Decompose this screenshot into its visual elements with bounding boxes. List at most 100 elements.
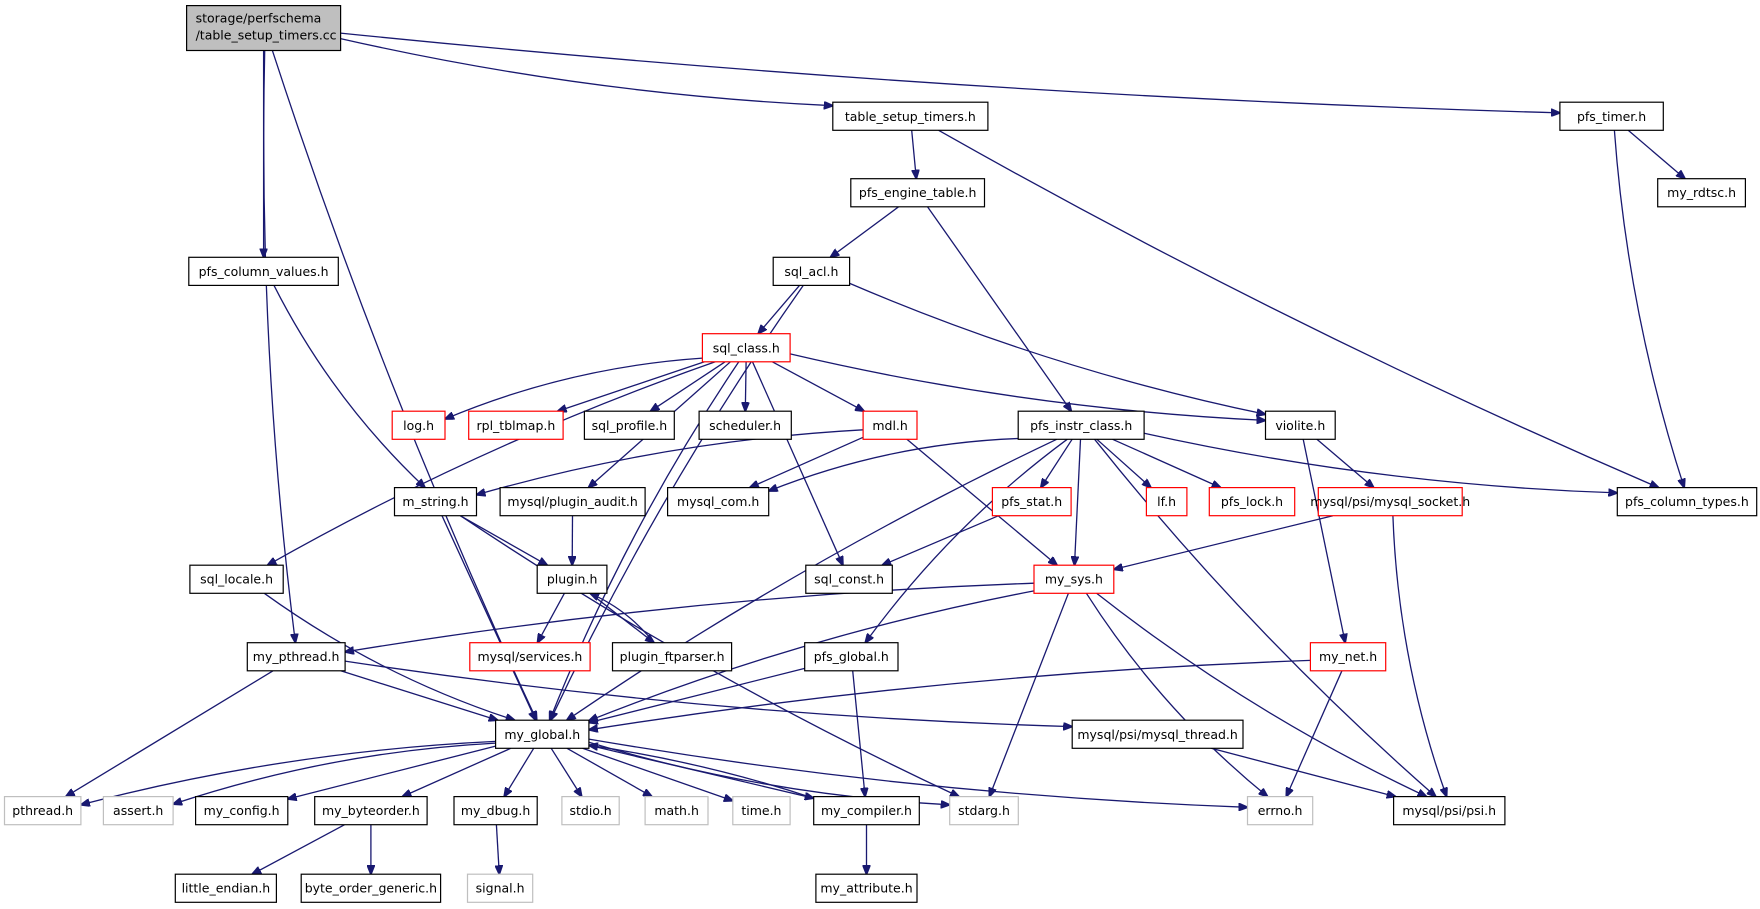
- edge-my_sys_h-to-errno_h: [1085, 592, 1267, 796]
- node-stdarg-h: stdarg.h: [949, 795, 1019, 826]
- node-box: [611, 642, 733, 672]
- node-label: rpl_tblmap.h: [477, 418, 556, 433]
- edge-pfs_instr_class_h-to-pfs_stat_h: [1041, 438, 1073, 487]
- node-box: [186, 4, 342, 52]
- edge-my_global_h-to-my_byteorder_h: [402, 747, 512, 796]
- node-pfs-stat-h[interactable]: pfs_stat.h: [991, 487, 1072, 517]
- node-label: pfs_timer.h: [1577, 109, 1646, 124]
- node-sql-locale-h[interactable]: sql_locale.h: [189, 564, 284, 594]
- node-pfs-instr-class-h[interactable]: pfs_instr_class.h: [1017, 410, 1145, 440]
- node-m-string-h[interactable]: m_string.h: [393, 487, 478, 517]
- node-lf-h[interactable]: lf.h: [1145, 487, 1188, 517]
- node-label: sql_acl.h: [784, 264, 838, 279]
- edge-sql_acl_h-to-sql_class_h: [758, 284, 800, 333]
- edge-sql_class_h-to-sql_const_h: [751, 361, 843, 565]
- node-mysql-plugin-audit-h[interactable]: mysql/plugin_audit.h: [499, 487, 646, 517]
- edge-my_sys_h-to-stdarg_h: [989, 593, 1070, 796]
- edge-mdl_h-to-my_sys_h: [906, 438, 1057, 565]
- node-label: my_net.h: [1319, 649, 1377, 664]
- node-pfs-engine-table-h[interactable]: pfs_engine_table.h: [850, 178, 986, 208]
- edge-my_pthread_h-to-mysql_thread_h: [344, 660, 1072, 727]
- node-my-sys-h[interactable]: my_sys.h: [1033, 564, 1115, 594]
- node-mysql-thread-h[interactable]: mysql/psi/mysql_thread.h: [1071, 719, 1244, 749]
- node-pfs-global-h[interactable]: pfs_global.h: [804, 642, 899, 672]
- node-little-endian-h[interactable]: little_endian.h: [174, 873, 278, 903]
- node-mysql-services-h[interactable]: mysql/services.h: [469, 642, 591, 672]
- node-my-net-h[interactable]: my_net.h: [1309, 642, 1387, 672]
- node-label: pthread.h: [12, 803, 73, 818]
- node-label: my_config.h: [204, 803, 280, 818]
- node-mysql-com-h[interactable]: mysql_com.h: [666, 487, 770, 517]
- node-pthread-h: pthread.h: [3, 795, 82, 826]
- node-box: [174, 873, 278, 903]
- edge-mdl_h-to-mysql_com_h: [750, 436, 864, 487]
- node-sql-class-h[interactable]: sql_class.h: [701, 333, 791, 363]
- edge-pfs_instr_class_h-to-pfs_column_types_h: [1143, 432, 1617, 493]
- node-pfs-column-types-h[interactable]: pfs_column_types.h: [1616, 487, 1758, 517]
- edge-sql_class_h-to-violite_h: [789, 353, 1265, 421]
- edge-pfs_global_h-to-my_global_h: [589, 667, 805, 722]
- node-mysql-psi-h[interactable]: mysql/psi/psi.h: [1392, 795, 1506, 826]
- node-sql-profile-h[interactable]: sql_profile.h: [583, 410, 675, 440]
- edge-my_global_h-to-my_config_h: [288, 745, 496, 799]
- node-mdl-h[interactable]: mdl.h: [862, 410, 918, 440]
- node-pfs-column-values-h[interactable]: pfs_column_values.h: [188, 256, 339, 286]
- node-violite-h[interactable]: violite.h: [1264, 410, 1336, 440]
- node-label: mysql/psi/mysql_thread.h: [1077, 727, 1237, 742]
- node-box: [1246, 795, 1314, 826]
- node-box: [195, 795, 289, 826]
- node-table-setup-timers-h[interactable]: table_setup_timers.h: [832, 101, 989, 131]
- node-label: my_compiler.h: [821, 803, 912, 818]
- node-label: pfs_global.h: [814, 649, 889, 664]
- node-label: math.h: [654, 803, 699, 818]
- node-stdio-h: stdio.h: [561, 795, 620, 826]
- edge-m_string_h-to-my_global_h: [441, 515, 536, 721]
- node-byte-order-generic-h[interactable]: byte_order_generic.h: [300, 873, 442, 903]
- node-box: [466, 873, 534, 903]
- node-box: [536, 564, 608, 594]
- edge-my_global_h-to-my_dbug_h: [504, 747, 535, 796]
- node-label: sql_locale.h: [200, 572, 273, 587]
- node-my-pthread-h[interactable]: my_pthread.h: [246, 642, 346, 672]
- node-rpl-tblmap-h[interactable]: rpl_tblmap.h: [468, 410, 564, 440]
- node-my-dbug-h[interactable]: my_dbug.h: [453, 795, 538, 826]
- node-my-byteorder-h[interactable]: my_byteorder.h: [314, 795, 428, 826]
- node-box: [495, 719, 590, 749]
- node-label: storage/perfschema: [196, 11, 322, 26]
- node-sql-acl-h[interactable]: sql_acl.h: [772, 256, 851, 286]
- node-box: [1017, 410, 1145, 440]
- node-assert-h: assert.h: [102, 795, 174, 826]
- node-my-config-h[interactable]: my_config.h: [195, 795, 289, 826]
- node-sql-const-h[interactable]: sql_const.h: [805, 564, 893, 594]
- edge-mysql_socket_h-to-my_sys_h: [1114, 515, 1334, 570]
- node-my-global-h[interactable]: my_global.h: [495, 719, 590, 749]
- edge-sql_class_h-to-mdl_h: [771, 361, 864, 411]
- edge-sql_acl_h-to-violite_h: [849, 282, 1266, 414]
- node-label: errno.h: [1258, 803, 1303, 818]
- node-my-rdtsc-h[interactable]: my_rdtsc.h: [1657, 178, 1746, 208]
- node-label: pfs_lock.h: [1221, 494, 1283, 509]
- node-label: mysql/plugin_audit.h: [507, 494, 637, 509]
- node-plugin-ftparser-h[interactable]: plugin_ftparser.h: [611, 642, 733, 672]
- edge-sql_class_h-to-sql_locale_h: [268, 361, 716, 565]
- node-mysql-socket-h[interactable]: mysql/psi/mysql_socket.h: [1310, 487, 1470, 517]
- node-my-attribute-h[interactable]: my_attribute.h: [815, 873, 918, 903]
- node-label: violite.h: [1275, 418, 1325, 433]
- node-my-compiler-h[interactable]: my_compiler.h: [813, 795, 920, 826]
- node-log-h[interactable]: log.h: [391, 410, 446, 440]
- edge-pfs_instr_class_h-to-mysql_psi_h: [1094, 438, 1436, 796]
- node-label: assert.h: [113, 803, 163, 818]
- node-plugin-h[interactable]: plugin.h: [536, 564, 608, 594]
- node-box: [314, 795, 428, 826]
- edge-my_global_h-to-time_h: [582, 747, 733, 800]
- node-root[interactable]: storage/perfschema/table_setup_timers.cc: [186, 4, 342, 52]
- node-pfs-lock-h[interactable]: pfs_lock.h: [1208, 487, 1296, 517]
- edge-root-to-my_global_h: [271, 50, 536, 721]
- node-box: [1309, 642, 1387, 672]
- node-scheduler-h[interactable]: scheduler.h: [698, 410, 792, 440]
- node-math-h: math.h: [644, 795, 709, 826]
- node-box: [393, 487, 478, 517]
- node-label: pfs_engine_table.h: [859, 185, 977, 200]
- node-box: [1616, 487, 1758, 517]
- node-pfs-timer-h[interactable]: pfs_timer.h: [1559, 101, 1664, 131]
